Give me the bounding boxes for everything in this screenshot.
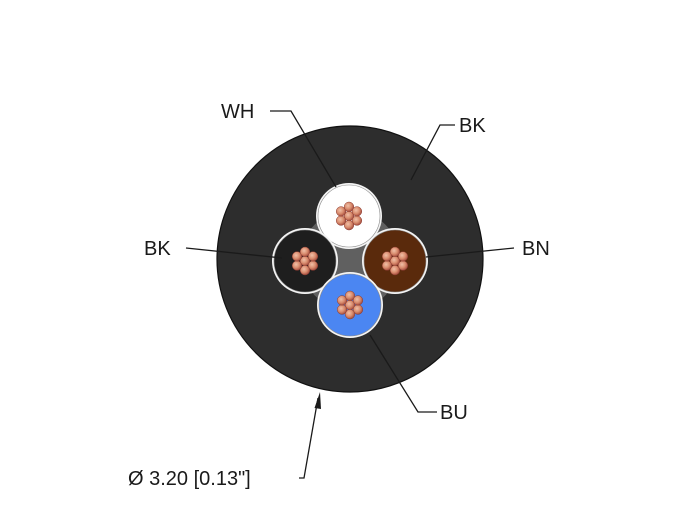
core-bu-strand — [344, 290, 356, 301]
core-bn-strand — [389, 265, 401, 276]
core-white — [316, 183, 382, 249]
core-blue — [317, 272, 383, 338]
core-brown — [362, 228, 428, 294]
core-wh-strand — [351, 206, 363, 217]
core-bu-strand — [336, 304, 348, 315]
core-wh-strand — [343, 220, 355, 231]
core-bu-strand — [352, 295, 364, 306]
core-bn-strand — [389, 246, 401, 257]
core-bn-strand — [381, 251, 393, 262]
core-bn-strand — [397, 251, 409, 262]
leader-line-wh — [270, 110, 337, 188]
label-diameter: Ø 3.20 [0.13"] — [128, 468, 251, 490]
core-wh-strand — [335, 206, 347, 217]
leader-line-bk-core — [185, 247, 283, 259]
core-black — [272, 228, 338, 294]
leader-line-bu — [369, 334, 437, 413]
core-bn-strand — [381, 260, 393, 271]
core-bu-strand — [344, 309, 356, 320]
leader-line-bn — [425, 247, 515, 258]
core-wh-strand — [335, 215, 347, 226]
diameter-leader-line — [299, 397, 319, 479]
core-bk-strand — [299, 246, 311, 257]
core-bk-strand — [291, 251, 303, 262]
label-bn: BN — [522, 238, 550, 260]
core-bk-strand — [291, 260, 303, 271]
label-bu: BU — [440, 402, 468, 424]
diameter-arrowhead — [314, 392, 321, 409]
core-bk-strand — [299, 265, 311, 276]
core-bk-strand — [307, 251, 319, 262]
core-wh-strand — [343, 201, 355, 212]
label-bk-jacket: BK — [459, 115, 486, 137]
leader-line-bk-jacket — [410, 124, 455, 181]
label-bk-core: BK — [144, 238, 171, 260]
core-bu-strand — [336, 295, 348, 306]
label-wh: WH — [221, 101, 254, 123]
